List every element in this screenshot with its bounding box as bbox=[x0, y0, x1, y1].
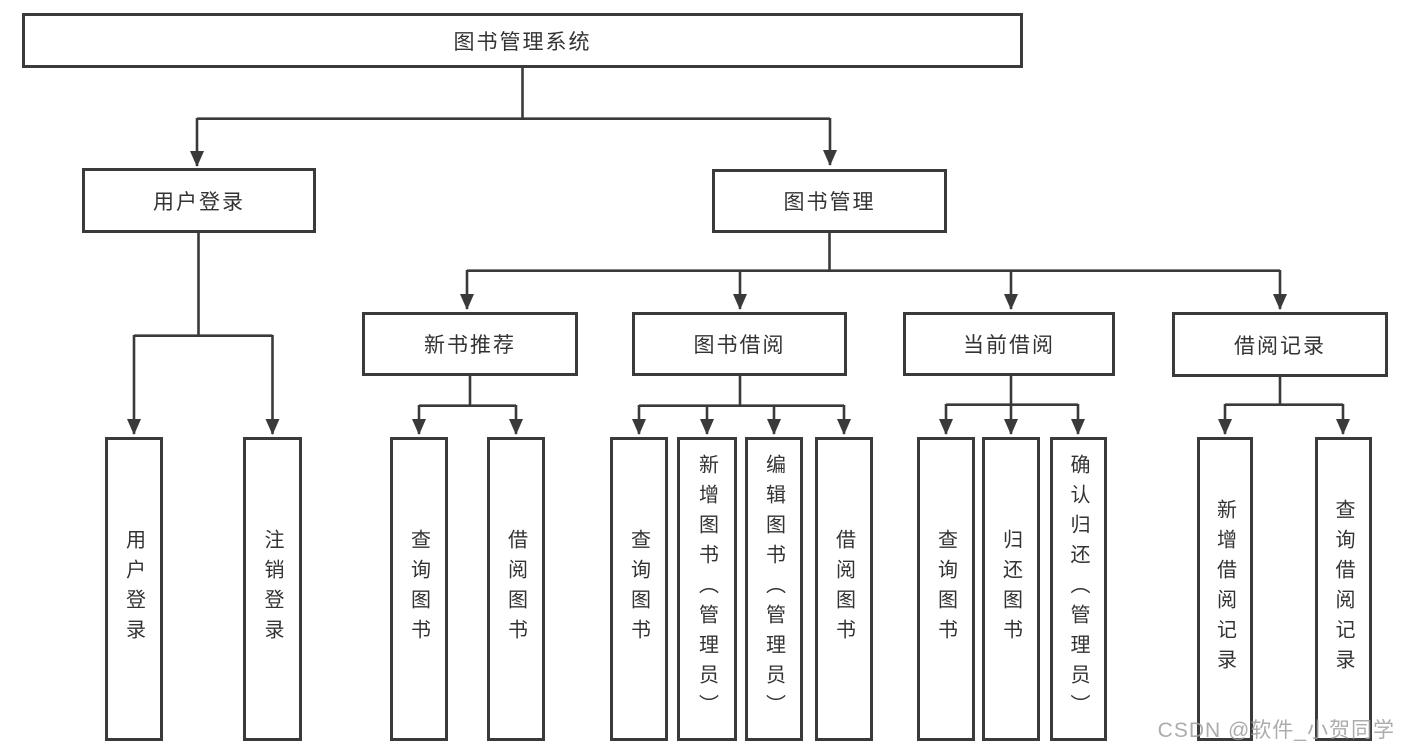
leaf-borrow-add-books-admin: 新增图书（管理员） bbox=[677, 437, 737, 741]
node-current-borrow: 当前借阅 bbox=[903, 312, 1115, 376]
leaf-borrow-edit-books-admin: 编辑图书（管理员） bbox=[745, 437, 803, 741]
node-new-book-recommend: 新书推荐 bbox=[362, 312, 578, 376]
leaf-current-return-books: 归还图书 bbox=[982, 437, 1040, 741]
node-root-library-system: 图书管理系统 bbox=[22, 13, 1023, 68]
leaf-newbook-borrow-books: 借阅图书 bbox=[487, 437, 545, 741]
leaf-record-query: 查询借阅记录 bbox=[1315, 437, 1372, 741]
leaf-current-confirm-return-admin: 确认归还（管理员） bbox=[1050, 437, 1107, 741]
leaf-user-login: 用户登录 bbox=[105, 437, 163, 741]
leaf-logout: 注销登录 bbox=[243, 437, 302, 741]
leaf-current-query-books: 查询图书 bbox=[917, 437, 975, 741]
leaf-borrow-query-books: 查询图书 bbox=[610, 437, 668, 741]
leaf-borrow-borrow-books: 借阅图书 bbox=[815, 437, 873, 741]
node-book-management: 图书管理 bbox=[712, 169, 947, 233]
node-user-login: 用户登录 bbox=[82, 168, 316, 233]
leaf-record-add: 新增借阅记录 bbox=[1197, 437, 1253, 741]
node-borrow-record: 借阅记录 bbox=[1172, 312, 1388, 377]
leaf-newbook-query-books: 查询图书 bbox=[390, 437, 448, 741]
csdn-watermark: CSDN @软件_小贺同学 bbox=[1157, 719, 1395, 742]
node-book-borrow: 图书借阅 bbox=[632, 312, 847, 376]
